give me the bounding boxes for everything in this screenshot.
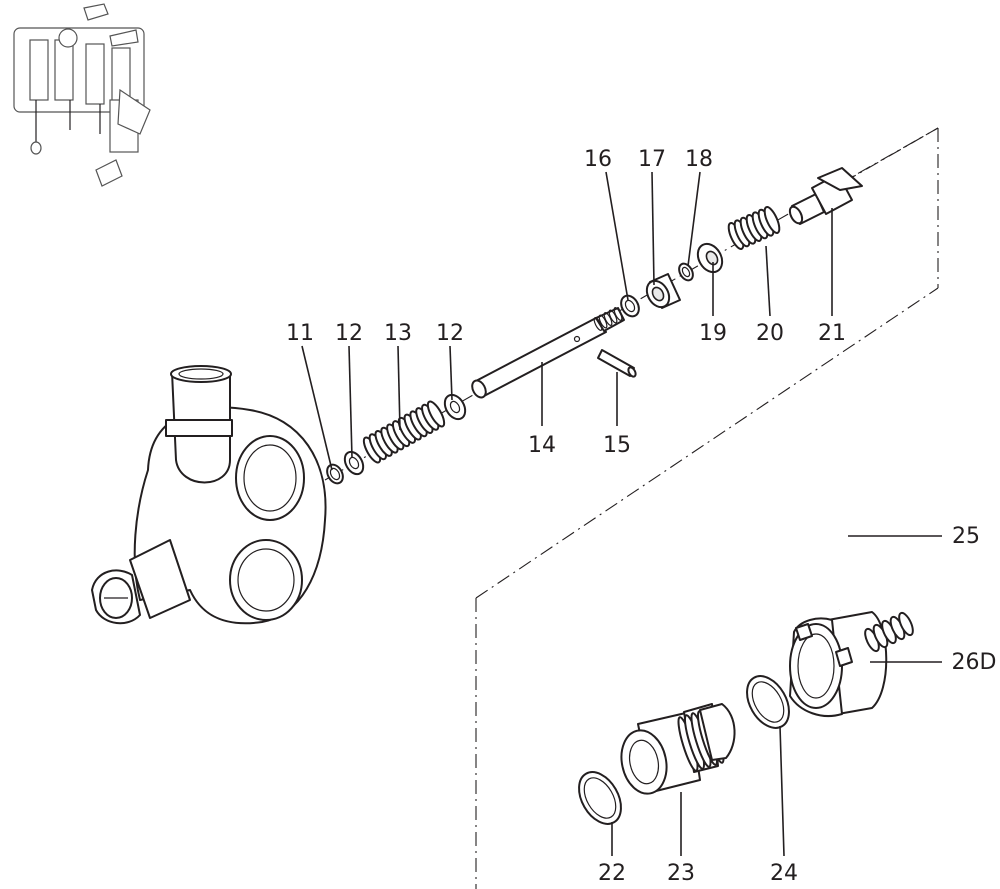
part-18-ring	[678, 262, 694, 282]
overview-thumbnail	[13, 3, 151, 187]
coil13-coil	[426, 400, 446, 428]
label-14: 14	[528, 433, 556, 458]
callout-labels: 11 12 13 12 14 15 16 17 18 19 20 21 25 2…	[286, 147, 996, 886]
label-22: 22	[598, 861, 626, 886]
label-23: 23	[667, 861, 695, 886]
label-15: 15	[603, 433, 631, 458]
pump-body	[91, 365, 327, 625]
coil20-coil	[763, 206, 781, 234]
label-20: 20	[756, 321, 784, 346]
label-13: 13	[384, 321, 412, 346]
label-18: 18	[685, 147, 713, 172]
thread14-coil	[613, 307, 623, 321]
part-15-pin	[597, 349, 637, 378]
label-24: 24	[770, 861, 798, 886]
part-13-spring	[362, 400, 446, 464]
label-11: 11	[286, 321, 314, 346]
label-16: 16	[584, 147, 612, 172]
label-17: 17	[638, 147, 666, 172]
part-11-o-ring	[326, 463, 344, 485]
part-25-u-clip	[800, 489, 865, 611]
label-21: 21	[818, 321, 846, 346]
part-24-o-ring	[746, 675, 790, 729]
part-12-washer-b	[443, 393, 467, 421]
label-12-a: 12	[335, 321, 363, 346]
part-14-shaft	[471, 307, 625, 399]
part-22-o-ring	[578, 771, 622, 825]
label-19: 19	[699, 321, 727, 346]
part-19-cup-washer	[696, 242, 724, 274]
label-25: 25	[952, 524, 980, 549]
part-12-washer-a	[343, 450, 365, 476]
part-21-valve-piston	[788, 167, 863, 225]
barb26-coil	[898, 611, 914, 637]
label-12-b: 12	[436, 321, 464, 346]
part-23-threaded-fitting	[620, 703, 736, 795]
part-26d-coupling	[789, 611, 914, 717]
part-16-o-ring	[620, 294, 640, 318]
part-17-bushing	[645, 273, 681, 309]
leader-lines	[301, 171, 942, 857]
label-26d: 26D	[952, 650, 997, 675]
part-20-spring	[727, 206, 781, 250]
